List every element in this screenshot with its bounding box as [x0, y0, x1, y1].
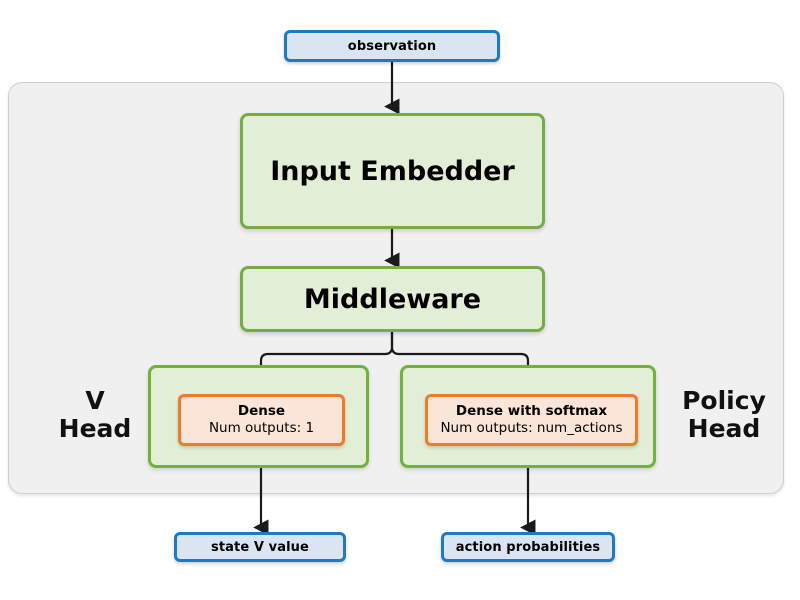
v-head-label: V Head	[40, 382, 150, 448]
policy-head-label: Policy Head	[660, 378, 788, 452]
dense-v-subtitle: Num outputs: 1	[208, 420, 315, 436]
v-head-label-line2: Head	[58, 414, 132, 443]
dense-v-node[interactable]: Dense Num outputs: 1	[178, 394, 345, 446]
policy-head-group[interactable]: Dense with softmax Num outputs: num_acti…	[400, 365, 656, 468]
dense-v-title: Dense	[237, 403, 286, 420]
observation-label: observation	[347, 38, 437, 54]
state-v-value-label: state V value	[211, 539, 309, 555]
v-head-group[interactable]: Dense Num outputs: 1	[148, 365, 369, 468]
input-embedder-node[interactable]: Input Embedder	[240, 113, 545, 229]
dense-policy-node[interactable]: Dense with softmax Num outputs: num_acti…	[425, 394, 638, 446]
action-probabilities-label: action probabilities	[455, 539, 601, 555]
middleware-node[interactable]: Middleware	[240, 266, 545, 332]
dense-policy-subtitle: Num outputs: num_actions	[440, 420, 623, 436]
input-embedder-label: Input Embedder	[270, 155, 515, 187]
policy-head-label-line1: Policy	[682, 386, 766, 415]
policy-head-label-line2: Head	[687, 414, 761, 443]
observation-node[interactable]: observation	[284, 30, 500, 62]
v-head-label-line1: V	[85, 386, 105, 415]
action-probabilities-node[interactable]: action probabilities	[441, 532, 615, 562]
middleware-label: Middleware	[303, 283, 482, 315]
state-v-value-node[interactable]: state V value	[174, 532, 346, 562]
dense-policy-title: Dense with softmax	[455, 403, 608, 420]
